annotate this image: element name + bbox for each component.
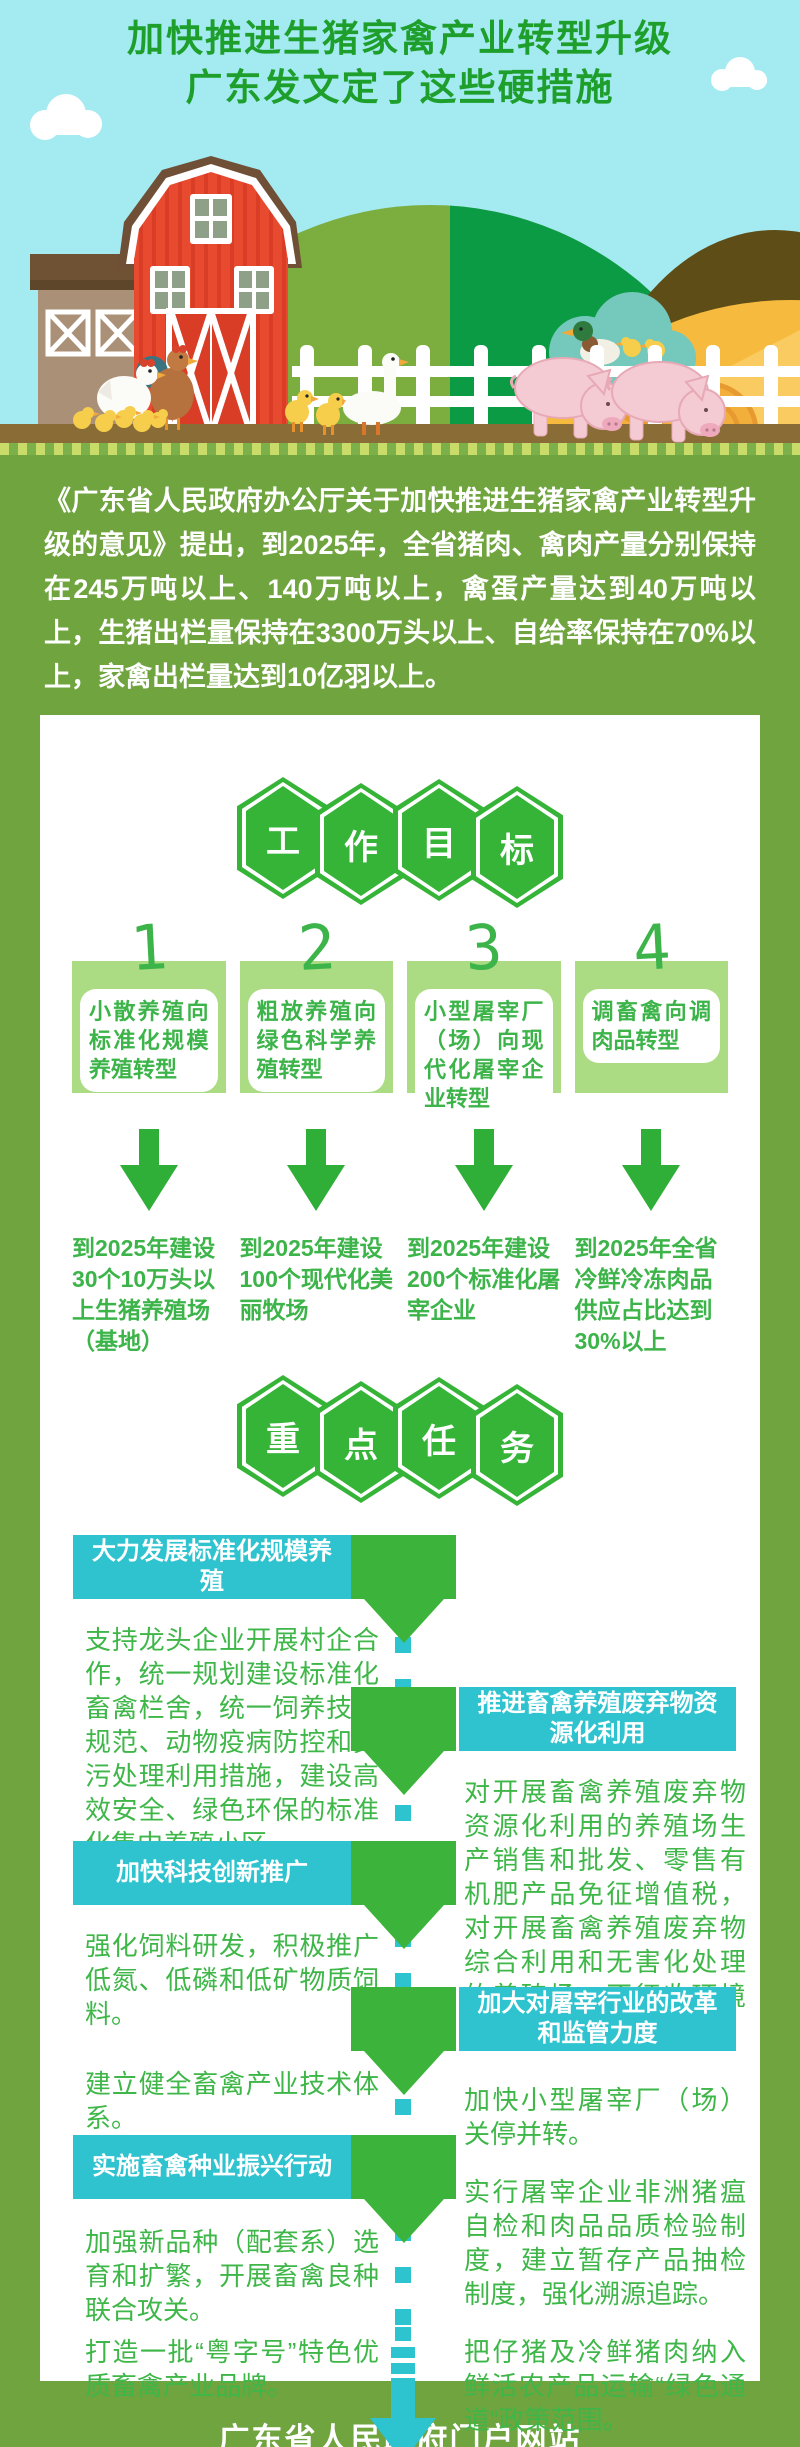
task-title: 加快科技创新推广 xyxy=(73,1841,351,1905)
task-title: 加大对屠宰行业的改革和监管力度 xyxy=(459,1987,736,2051)
goal-result: 到2025年建设30个10万头以上生猪养殖场（基地） xyxy=(72,1235,216,1354)
task-paragraph: 把仔猪及冷鲜猪肉纳入鲜活农产品运输“绿色通道”政策范围。 xyxy=(464,2337,746,2435)
hexagon-badge: 务 xyxy=(471,1384,563,1506)
task-paragraph: 加强新品种（配套系）选育和扩繁，开展畜禽良种联合攻关。 xyxy=(85,2227,379,2325)
hexagon-badge: 重 xyxy=(237,1375,329,1497)
goal-number: 2 xyxy=(295,910,337,985)
goose-icon xyxy=(343,353,409,435)
task-paragraph: 支持龙头企业开展村企合作，统一规划建设标准化畜禽栏舍，统一饲养技术规范、动物疫病… xyxy=(85,1625,379,1859)
hexagon-char: 作 xyxy=(324,792,398,896)
goal-number: 1 xyxy=(128,910,170,985)
arrow-connector xyxy=(351,2135,456,2199)
down-arrow-icon xyxy=(72,1129,226,1221)
goal-result: 到2025年建设100个现代化美丽牧场 xyxy=(239,1235,393,1323)
goal-number: 4 xyxy=(630,910,672,985)
poster-title-line1: 加快推进生猪家禽产业转型升级 xyxy=(127,18,673,59)
goal-panel: 粗放养殖向绿色科学养殖转型 xyxy=(239,961,393,1093)
hexagon-char: 点 xyxy=(324,1390,398,1494)
hexagon-char: 工 xyxy=(246,786,320,890)
goal-label: 小散养殖向标准化规模养殖转型 xyxy=(80,989,218,1092)
goal-column: 3 小型屠宰厂（场）向现代化屠宰企业转型 到2025年建设200个标准化屠宰企业 xyxy=(407,910,561,1361)
task-paragraph: 对开展畜禽养殖废弃物资源化利用的养殖场生产销售和批发、零售有机肥产品免征增值税，… xyxy=(464,1777,746,2045)
cloud-icon xyxy=(711,57,767,91)
arrow-connector xyxy=(351,1535,456,1599)
hexagon-char: 标 xyxy=(480,795,554,899)
goal-column: 4 调畜禽向调肉品转型 到2025年全省冷鲜冷冻肉品供应占比达到30%以上 xyxy=(574,910,729,1361)
intro-paragraph: 《广东省人民政府办公厅关于加快推进生猪家禽产业转型升级的意见》提出，到2025年… xyxy=(44,486,756,692)
goal-label: 调畜禽向调肉品转型 xyxy=(582,989,720,1063)
goal-panel: 小型屠宰厂（场）向现代化屠宰企业转型 xyxy=(407,961,561,1121)
goal-column: 1 小散养殖向标准化规模养殖转型 到2025年建设30个10万头以上生猪养殖场（… xyxy=(72,910,226,1361)
timeline-end-arrow-icon xyxy=(370,2327,436,2447)
task-title: 推进畜禽养殖废弃物资源化利用 xyxy=(459,1687,736,1751)
goals-grid: 1 小散养殖向标准化规模养殖转型 到2025年建设30个10万头以上生猪养殖场（… xyxy=(40,910,760,1361)
down-arrow-icon xyxy=(240,1129,394,1221)
arrow-connector xyxy=(351,1687,456,1751)
hexagon-char: 重 xyxy=(246,1384,320,1488)
task-paragraph: 建立健全畜禽产业技术体系。 xyxy=(85,2069,379,2133)
tasks-timeline: 大力发展标准化规模养殖 支持龙头企业开展村企合作，统一规划建设标准化畜禽栏舍，统… xyxy=(40,1535,760,2447)
cloud-icon xyxy=(30,94,102,140)
task-title: 大力发展标准化规模养殖 xyxy=(73,1535,351,1599)
hexagon-badge: 目 xyxy=(393,779,485,901)
hexagon-char: 目 xyxy=(402,788,476,892)
poster-title: 加快推进生猪家禽产业转型升级 广东发文定了这些硬措施 xyxy=(0,14,800,112)
section-header-goals: 工 作 目 标 xyxy=(40,777,760,908)
task-paragraph: 强化饲料研发，积极推广低氮、低磷和低矿物质饲料。 xyxy=(85,1931,379,2029)
chick-beaks xyxy=(94,411,160,419)
arrow-connector xyxy=(351,1987,456,2051)
content-card: 工 作 目 标 1 小散养殖向标准化规模养殖转型 到2025年建设30个10万头… xyxy=(40,715,760,2447)
goal-result: 到2025年全省冷鲜冷冻肉品供应占比达到30%以上 xyxy=(574,1235,718,1354)
goal-label: 粗放养殖向绿色科学养殖转型 xyxy=(247,989,385,1092)
grass-strip xyxy=(0,443,800,455)
barn-window-icon xyxy=(150,194,274,314)
task-title: 实施畜禽种业振兴行动 xyxy=(73,2135,351,2199)
goal-panel: 调畜禽向调肉品转型 xyxy=(574,961,728,1093)
down-arrow-icon xyxy=(407,1129,561,1221)
section-header-tasks: 重 点 任 务 xyxy=(40,1375,760,1506)
hexagon-badge: 标 xyxy=(471,786,563,908)
farm-scene: 加快推进生猪家禽产业转型升级 广东发文定了这些硬措施 xyxy=(0,0,800,455)
hen-icon xyxy=(97,359,166,420)
duckling-icon xyxy=(285,390,350,435)
arrow-connector xyxy=(351,1841,456,1905)
goal-number: 3 xyxy=(463,910,505,985)
down-arrow-icon xyxy=(575,1129,729,1221)
hexagon-badge: 任 xyxy=(393,1377,485,1499)
farm-illustration xyxy=(0,0,800,455)
rooster-icon xyxy=(136,345,198,430)
hexagon-badge: 点 xyxy=(315,1381,407,1503)
goal-result: 到2025年建设200个标准化屠宰企业 xyxy=(407,1235,561,1323)
poster-title-line2: 广东发文定了这些硬措施 xyxy=(185,67,615,108)
hexagon-badge: 工 xyxy=(237,777,329,899)
hexagon-char: 务 xyxy=(480,1393,554,1497)
hexagon-char: 任 xyxy=(402,1386,476,1490)
goal-label: 小型屠宰厂（场）向现代化屠宰企业转型 xyxy=(415,989,553,1121)
task-paragraph: 加快小型屠宰厂（场）关停并转。 xyxy=(464,2085,746,2149)
task-paragraph: 实行屠宰企业非洲猪瘟自检和肉品品质检验制度，建立暂存产品抽检制度，强化溯源追踪。 xyxy=(464,2177,746,2309)
goal-panel: 小散养殖向标准化规模养殖转型 xyxy=(72,961,226,1093)
task-paragraph: 打造一批“粤字号”特色优质畜禽产业品牌。 xyxy=(85,2337,379,2401)
pig-icon xyxy=(509,357,726,443)
hexagon-badge: 作 xyxy=(315,783,407,905)
goal-column: 2 粗放养殖向绿色科学养殖转型 到2025年建设100个现代化美丽牧场 xyxy=(239,910,394,1361)
